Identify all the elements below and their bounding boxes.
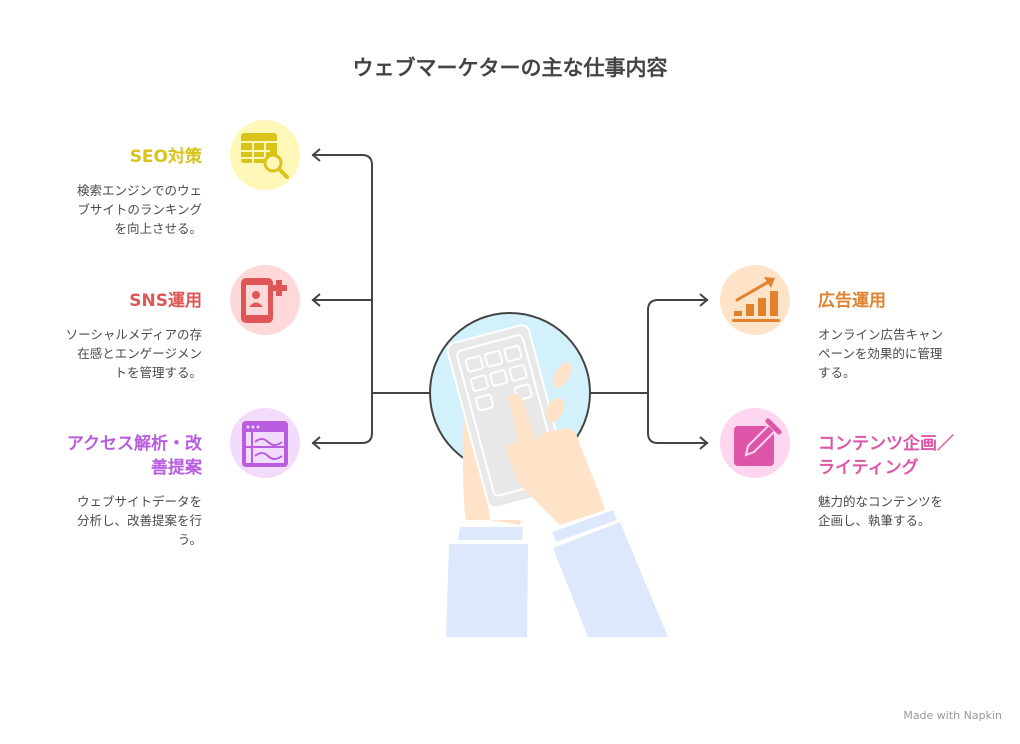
item-title: SEO対策 (129, 147, 202, 167)
item-desc-line: 在感とエンゲージメン (77, 346, 202, 361)
item-title-line: コンテンツ企画／ (818, 434, 954, 454)
page-title: ウェブマーケターの主な仕事内容 (352, 56, 668, 80)
item-desc-line: 企画し、執筆する。 (818, 513, 931, 528)
item-desc-line: ペーンを効果的に管理 (818, 346, 943, 361)
item-seo: SEO対策 検索エンジンでのウェ ブサイトのランキング を向上させる。 (77, 145, 202, 238)
item-title-line: ライティング (818, 458, 919, 478)
item-title-line: 善提案 (151, 458, 202, 478)
item-sns: SNS運用 ソーシャルメディアの存 在感とエンゲージメン トを管理する。 (66, 289, 202, 382)
item-desc-line: ソーシャルメディアの存 (65, 327, 202, 342)
item-desc-line: する。 (818, 365, 856, 380)
item-title-line: アクセス解析・改 (66, 434, 202, 454)
napkin-watermark: Made with Napkin (903, 709, 1002, 722)
item-desc-line: 魅力的なコンテンツを (818, 494, 944, 509)
item-desc-line: ブサイトのランキング (77, 202, 202, 217)
add-user-phone-icon (230, 265, 300, 335)
analytics-window-icon (230, 408, 300, 478)
item-desc-line: う。 (177, 532, 202, 547)
growth-chart-icon (720, 265, 790, 335)
item-title: 広告運用 (818, 291, 886, 311)
item-desc-line: トを管理する。 (114, 365, 202, 380)
item-analytics: アクセス解析・改 善提案 ウェブサイトデータを 分析し、改善提案を行 う。 (67, 432, 202, 549)
item-title: SNS運用 (129, 291, 202, 311)
item-desc-line: を向上させる。 (114, 221, 202, 236)
edit-pencil-icon (720, 408, 790, 478)
item-ads: 広告運用 オンライン広告キャン ペーンを効果的に管理 する。 (818, 289, 943, 382)
item-desc-line: 分析し、改善提案を行 (76, 513, 202, 528)
item-desc-line: ウェブサイトデータを (76, 494, 202, 509)
hands-phone-illustration (429, 312, 668, 640)
item-content: コンテンツ企画／ ライティング 魅力的なコンテンツを 企画し、執筆する。 (818, 432, 954, 530)
table-search-icon (230, 120, 300, 190)
connector-lines (311, 148, 709, 450)
item-desc-line: オンライン広告キャン (818, 327, 944, 342)
item-desc-line: 検索エンジンでのウェ (76, 183, 202, 198)
